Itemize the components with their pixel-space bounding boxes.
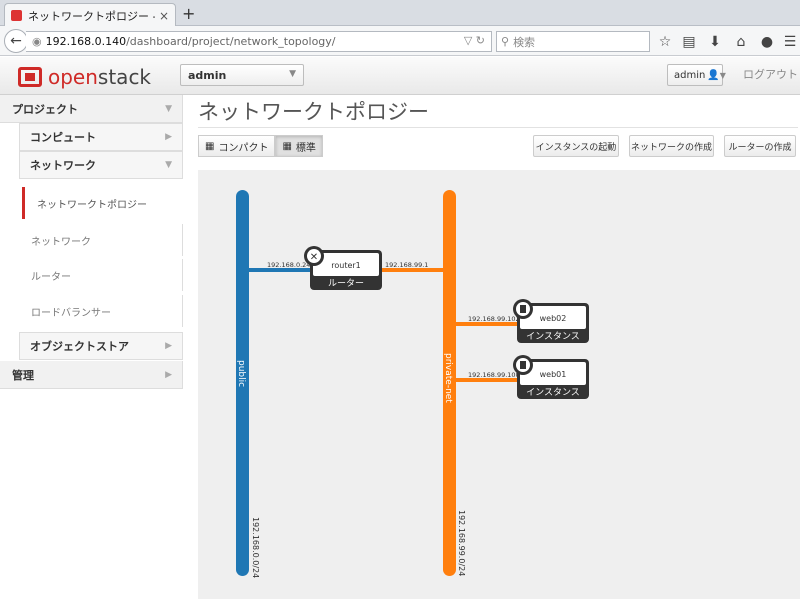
chevron-down-icon: ▼	[289, 69, 296, 79]
sidebar-group-label: コンピュート	[30, 131, 96, 144]
instance-node-web01[interactable]: web01 インスタンス	[513, 355, 589, 399]
openstack-logo-icon	[18, 67, 42, 87]
sidebar-group-object-store[interactable]: オブジェクトストア ▶	[19, 332, 183, 360]
menu-icon[interactable]: ☰	[783, 34, 797, 50]
instance-name: web02	[540, 314, 567, 323]
sidebar: プロジェクト ▼ コンピュート ▶ ネットワーク ▼ ネットワークトポロジー ネ…	[0, 95, 183, 395]
create-router-button[interactable]: ルーターの作成	[724, 135, 796, 157]
user-name: admin	[674, 69, 706, 81]
browser-tab-bar: ネットワークトポロジー - Ope... × +	[0, 0, 800, 27]
instance-name: web01	[540, 370, 567, 379]
download-icon[interactable]: ⬇	[709, 34, 721, 50]
instance-type-label: インスタンス	[526, 387, 580, 398]
sidebar-section-project[interactable]: プロジェクト ▼	[0, 95, 183, 123]
chevron-down-icon: ▼	[165, 160, 172, 170]
sidebar-item-routers[interactable]: ルーター	[19, 259, 183, 291]
network-bar-private-net[interactable]	[443, 190, 456, 576]
grid-icon: ▦	[205, 140, 215, 152]
url-path: /dashboard/project/network_topology/	[126, 35, 336, 48]
sidebar-group-compute[interactable]: コンピュート ▶	[19, 123, 183, 151]
view-normal-button[interactable]: ▦ 標準	[275, 135, 323, 157]
user-menu[interactable]: admin 👤 ▼	[667, 64, 726, 86]
chevron-right-icon: ▶	[165, 132, 172, 142]
network-name-private-net: private-net	[443, 353, 453, 403]
launch-instance-label: インスタンスの起動	[535, 142, 617, 153]
sidebar-item-networks[interactable]: ネットワーク	[19, 224, 183, 256]
sidebar-section-label: 管理	[12, 368, 34, 382]
bookmark-star-icon[interactable]: ☆	[658, 34, 672, 50]
create-router-label: ルーターの作成	[728, 142, 792, 153]
close-tab-icon[interactable]: ×	[158, 8, 169, 23]
web01-ip: 192.168.99.100	[468, 371, 520, 379]
sidebar-group-label: オブジェクトストア	[30, 340, 129, 353]
topology-svg: public private-net 192.168.0.0/24 192.16…	[236, 190, 589, 578]
sidebar-group-label: ネットワーク	[30, 159, 96, 172]
user-icon: 👤	[707, 69, 720, 81]
view-toggle-group: ▦ コンパクト ▦ 標準	[198, 135, 323, 157]
globe-icon: ◉	[32, 35, 42, 48]
browser-nav-bar: ← ◉ 192.168.0.140/dashboard/project/netw…	[0, 26, 800, 56]
sidebar-item-load-balancers[interactable]: ロードバランサー	[19, 295, 183, 327]
sidebar-section-admin[interactable]: 管理 ▶	[0, 361, 183, 389]
search-icon: ⚲	[501, 35, 510, 48]
openstack-favicon-icon	[11, 10, 22, 21]
new-tab-button[interactable]: +	[182, 4, 196, 23]
chat-icon[interactable]: ●	[760, 34, 774, 50]
back-arrow-icon: ←	[10, 33, 22, 49]
launch-instance-button[interactable]: インスタンスの起動	[533, 135, 619, 157]
sidebar-item-label: ルーター	[31, 271, 71, 283]
tab-title: ネットワークトポロジー - Ope...	[28, 9, 155, 23]
sidebar-group-network[interactable]: ネットワーク ▼	[19, 151, 183, 179]
view-compact-label: コンパクト	[218, 142, 269, 154]
sidebar-item-label: ネットワーク	[31, 236, 91, 248]
router-name: router1	[331, 261, 361, 270]
chevron-right-icon: ▶	[165, 369, 172, 380]
create-network-label: ネットワークの作成	[630, 142, 712, 153]
create-network-button[interactable]: ネットワークの作成	[629, 135, 714, 157]
logo-text-open: open	[48, 65, 98, 89]
reading-list-icon[interactable]: ▤	[682, 34, 696, 50]
svg-text:✕: ✕	[310, 252, 318, 263]
sidebar-item-label: ネットワークトポロジー	[37, 199, 147, 211]
url-host: 192.168.0.140	[45, 35, 127, 48]
search-box[interactable]: ⚲ 検索	[496, 31, 650, 52]
web02-ip: 192.168.99.102	[468, 315, 520, 323]
sidebar-item-label: ロードバランサー	[31, 307, 111, 319]
router-node-router1[interactable]: router1 ルーター ✕	[304, 246, 382, 290]
search-placeholder: 検索	[513, 35, 536, 49]
network-bar-public[interactable]	[236, 190, 249, 576]
network-name-public: public	[236, 360, 246, 387]
logout-link[interactable]: ログアウト	[743, 68, 798, 81]
topology-canvas: public private-net 192.168.0.0/24 192.16…	[198, 170, 800, 599]
chevron-down-icon: ▼	[719, 70, 726, 80]
chevron-down-icon: ▼	[165, 103, 172, 114]
back-button[interactable]: ←	[4, 29, 28, 53]
instance-type-label: インスタンス	[526, 331, 580, 342]
router-type-label: ルーター	[328, 278, 364, 289]
logo-text-stack: stack	[97, 65, 152, 89]
reload-icon[interactable]: ▽ ↻	[463, 34, 485, 47]
title-divider	[198, 127, 798, 128]
network-cidr-private-net: 192.168.99.0/24	[457, 510, 466, 576]
project-name: admin	[188, 68, 227, 82]
url-bar[interactable]: ◉ 192.168.0.140/dashboard/project/networ…	[26, 31, 492, 52]
sidebar-item-network-topology[interactable]: ネットワークトポロジー	[22, 187, 183, 219]
page-title: ネットワークトポロジー	[198, 100, 429, 124]
router-ip-private: 192.168.99.1	[385, 261, 428, 269]
instance-node-web02[interactable]: web02 インスタンス	[513, 299, 589, 343]
router-ip-public: 192.168.0.241	[267, 261, 315, 269]
browser-tab[interactable]: ネットワークトポロジー - Ope... ×	[4, 3, 176, 27]
view-normal-label: 標準	[295, 142, 316, 154]
project-selector[interactable]: admin ▼	[180, 64, 304, 86]
network-cidr-public: 192.168.0.0/24	[251, 517, 260, 578]
view-compact-button[interactable]: ▦ コンパクト	[198, 135, 276, 157]
home-icon[interactable]: ⌂	[736, 34, 746, 50]
chevron-right-icon: ▶	[165, 341, 172, 351]
grid-large-icon: ▦	[282, 140, 292, 152]
sidebar-section-label: プロジェクト	[12, 102, 78, 116]
